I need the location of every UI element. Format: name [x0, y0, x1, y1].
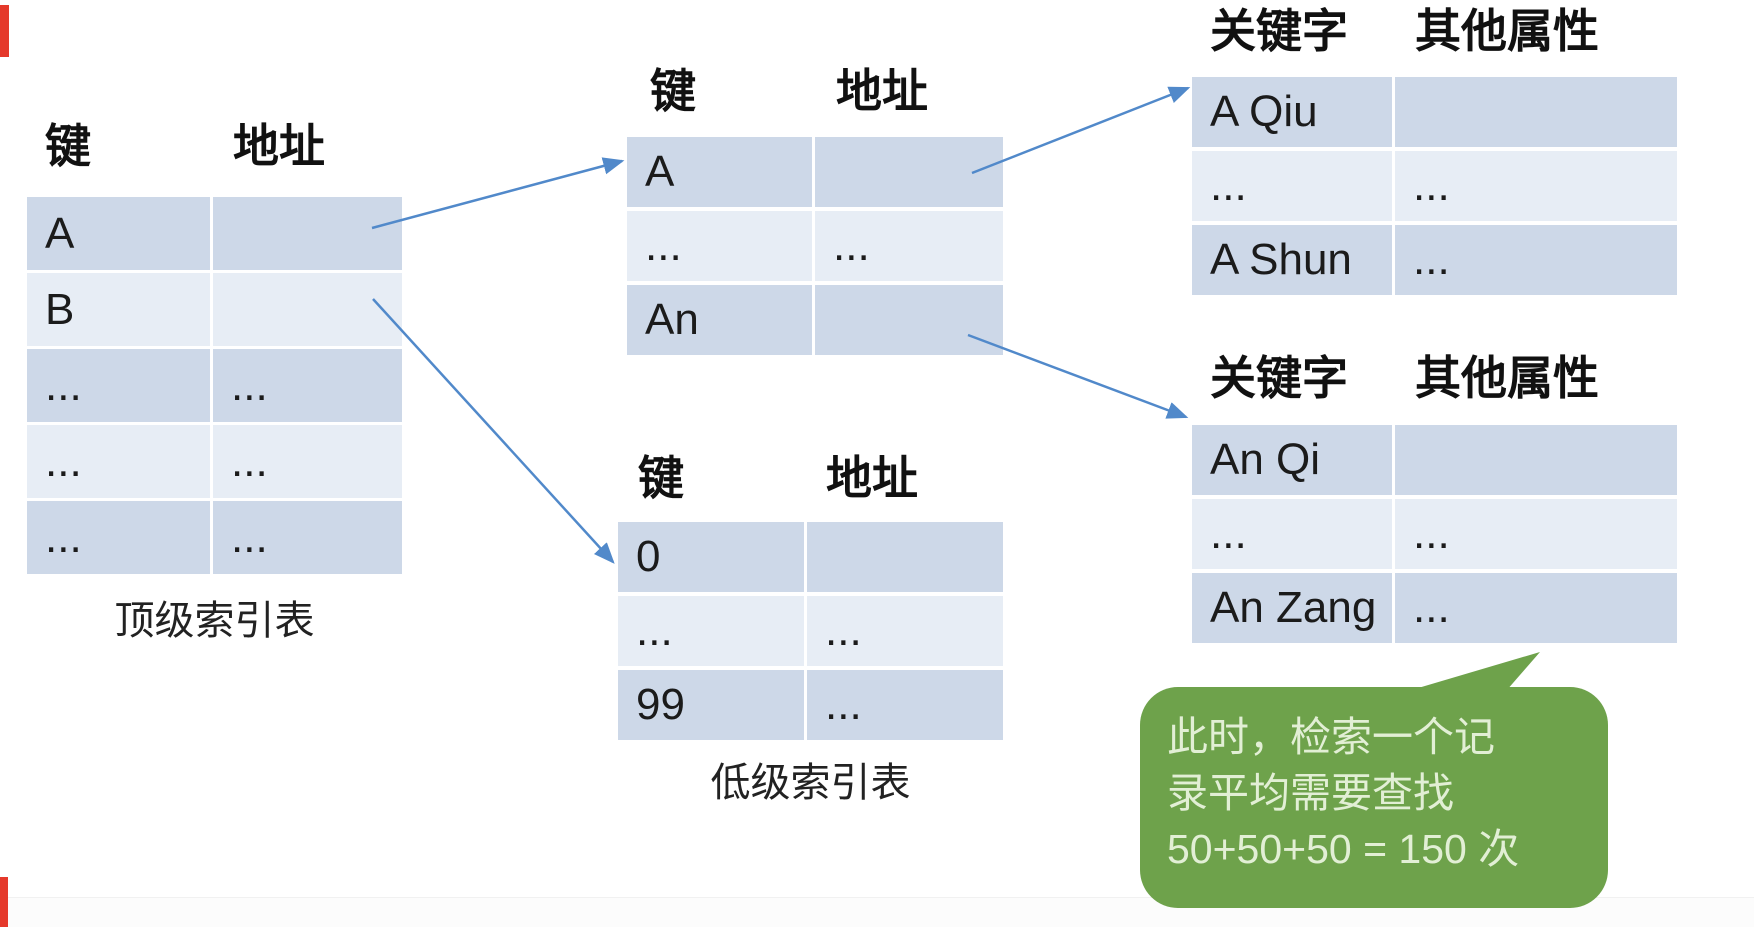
record-table-a: A Qiu ... ... A Shun ... [1192, 77, 1677, 295]
top-table-address-header: 地址 [233, 120, 325, 172]
table-row: ... ... [27, 425, 402, 498]
attrs-cell: ... [1395, 225, 1677, 295]
top-level-table-caption: 顶级索引表 [114, 599, 315, 643]
connector-arrow [372, 298, 615, 564]
record-a-attrs-header: 其他属性 [1415, 5, 1599, 57]
table-row: B [27, 273, 402, 346]
low-table-address-header: 地址 [826, 452, 918, 504]
address-cell [213, 197, 402, 270]
record-an-attrs-header: 其他属性 [1415, 352, 1599, 404]
mid-table-address-header: 地址 [836, 65, 928, 117]
edge-marker-bottom [0, 877, 8, 927]
table-row: A Shun ... [1192, 225, 1677, 295]
record-table-an: An Qi ... ... An Zang ... [1192, 425, 1677, 643]
top-table-key-header: 键 [45, 120, 91, 172]
table-row: 99 ... [618, 670, 1003, 740]
keyword-cell: An Qi [1192, 425, 1392, 495]
table-row: An Qi [1192, 425, 1677, 495]
attrs-cell: ... [1395, 499, 1677, 569]
top-level-index-table: A B ... ... ... ... ... ... [27, 197, 402, 574]
key-cell: ... [618, 596, 804, 666]
address-cell: ... [213, 501, 402, 574]
edge-marker-top [0, 5, 9, 57]
keyword-cell: A Shun [1192, 225, 1392, 295]
key-cell: ... [27, 349, 210, 422]
connector-arrow [371, 157, 625, 230]
footer-strip [0, 897, 1754, 927]
address-cell: ... [815, 211, 1003, 281]
callout-line: 50+50+50 = 150 次 [1167, 826, 1520, 872]
table-row: ... ... [1192, 499, 1677, 569]
key-cell: ... [627, 211, 812, 281]
keyword-cell: ... [1192, 499, 1392, 569]
table-row: An Zang ... [1192, 573, 1677, 643]
address-cell [815, 137, 1003, 207]
connector-arrow [971, 86, 1191, 175]
key-cell: 0 [618, 522, 804, 592]
table-row: ... ... [27, 349, 402, 422]
address-cell [807, 522, 1003, 592]
table-row: A [627, 137, 1003, 207]
low-level-table-caption: 低级索引表 [710, 761, 911, 805]
address-cell [815, 285, 1003, 355]
mid-table-key-header: 键 [650, 65, 696, 117]
keyword-cell: ... [1192, 151, 1392, 221]
keyword-cell: A Qiu [1192, 77, 1392, 147]
table-row: A Qiu [1192, 77, 1677, 147]
callout-line: 此时，检索一个记 [1167, 714, 1495, 760]
attrs-cell: ... [1395, 151, 1677, 221]
callout-bubble: 此时，检索一个记 录平均需要查找 50+50+50 = 150 次 [1140, 687, 1608, 908]
table-row: ... ... [1192, 151, 1677, 221]
keyword-cell: An Zang [1192, 573, 1392, 643]
address-cell: ... [213, 349, 402, 422]
low-table-key-header: 键 [638, 452, 684, 504]
address-cell: ... [807, 670, 1003, 740]
attrs-cell: ... [1395, 573, 1677, 643]
table-row: ... ... [27, 501, 402, 574]
callout-line: 录平均需要查找 [1167, 770, 1454, 816]
attrs-cell [1395, 425, 1677, 495]
table-row: An [627, 285, 1003, 355]
table-row: ... ... [618, 596, 1003, 666]
low-level-index-table: 0 ... ... 99 ... [618, 522, 1003, 740]
address-cell: ... [807, 596, 1003, 666]
key-cell: 99 [618, 670, 804, 740]
key-cell: An [627, 285, 812, 355]
key-cell: ... [27, 501, 210, 574]
key-cell: A [627, 137, 812, 207]
address-cell [213, 273, 402, 346]
record-an-keyword-header: 关键字 [1210, 352, 1348, 404]
key-cell: ... [27, 425, 210, 498]
mid-level-index-table: A ... ... An [627, 137, 1003, 355]
key-cell: B [27, 273, 210, 346]
address-cell: ... [213, 425, 402, 498]
key-cell: A [27, 197, 210, 270]
table-row: ... ... [627, 211, 1003, 281]
attrs-cell [1395, 77, 1677, 147]
bubble-tail [1408, 652, 1540, 691]
table-row: A [27, 197, 402, 270]
table-row: 0 [618, 522, 1003, 592]
record-a-keyword-header: 关键字 [1210, 5, 1348, 57]
